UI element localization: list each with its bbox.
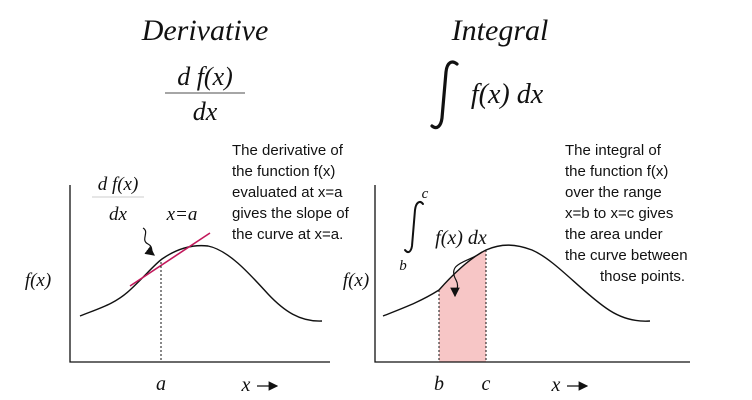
integral-curve [382, 244, 651, 322]
derivative-explanation-line: gives the slope of [232, 205, 350, 222]
integral-explanation-line: x=b to x=c gives [565, 205, 673, 222]
derivative-notation-numerator: d f(x) [177, 62, 233, 91]
integral-y-axis-label: f(x) [343, 270, 369, 291]
integral-x-tick-b: b [434, 373, 444, 395]
integral-notation: f(x) dx [471, 79, 544, 110]
integral-explanation-line: The integral of [565, 142, 662, 159]
derivative-x-tick-a: a [156, 373, 166, 395]
derivative-point-label: x=a [166, 204, 198, 225]
integral-sign-icon [430, 60, 459, 130]
derivative-explanation: The derivative of the function f(x) eval… [232, 142, 353, 243]
derivative-title: Derivative [141, 14, 269, 47]
integral-x-tick-c: c [482, 373, 491, 395]
derivative-curve [79, 244, 323, 322]
integral-explanation-line: the curve between [565, 247, 688, 264]
derivative-y-axis-label: f(x) [25, 270, 51, 291]
integral-title: Integral [451, 14, 549, 47]
derivative-explanation-line: the function f(x) [232, 163, 335, 180]
integral-axes [374, 185, 690, 363]
derivative-explanation-line: the curve at x=a. [232, 226, 343, 243]
derivative-pointer-arrow [142, 227, 155, 256]
integral-lower-limit: b [399, 258, 407, 274]
integral-graph-integrand: f(x) dx [435, 227, 487, 249]
integral-pointer-arrow [450, 251, 483, 298]
integral-explanation-line: over the range [565, 184, 662, 201]
derivative-notation-denominator: dx [193, 97, 218, 126]
integral-upper-limit: c [422, 186, 429, 202]
derivative-graph-label-numerator: d f(x) [98, 174, 139, 195]
integral-explanation-line: the function f(x) [565, 163, 668, 180]
integral-explanation-line: those points. [600, 268, 685, 285]
derivative-axes [69, 185, 330, 363]
integral-explanation-line: the area under [565, 226, 663, 243]
derivative-explanation-line: The derivative of [232, 142, 344, 159]
integral-x-axis-label: x [551, 374, 561, 396]
integral-graph-sign-icon [404, 201, 424, 254]
derivative-tangent-line [129, 232, 211, 287]
derivative-graph-label-denominator: dx [109, 204, 128, 225]
derivative-x-axis-label: x [241, 374, 251, 396]
integral-explanation: The integral of the function f(x) over t… [565, 142, 692, 285]
derivative-explanation-line: evaluated at x=a [232, 184, 343, 201]
